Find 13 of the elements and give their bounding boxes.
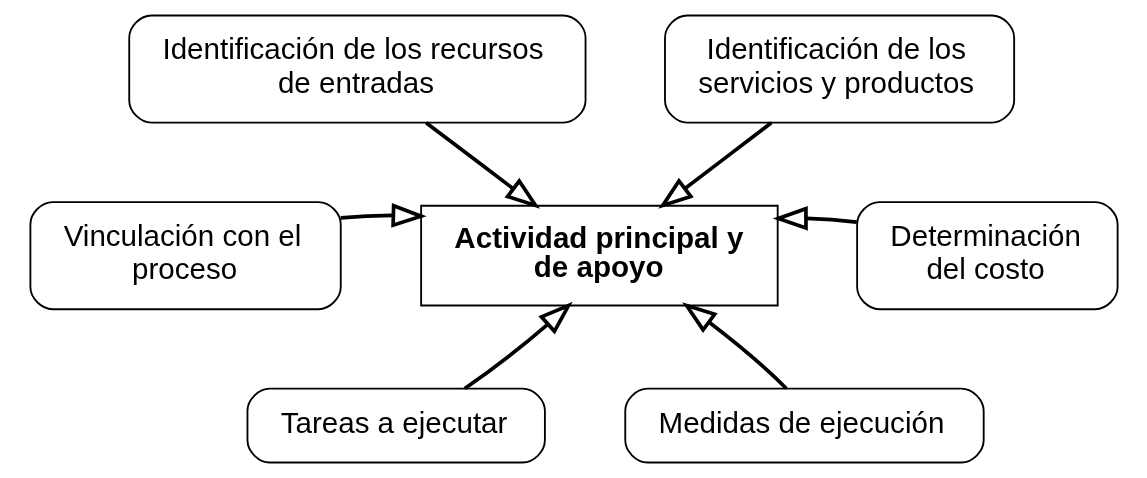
node-box: Actividad principal y de apoyo	[419, 204, 779, 307]
node-box: Medidas de ejecución	[623, 387, 985, 464]
arrow	[340, 203, 427, 228]
node-box: Identificación de los recursos de entradas	[127, 14, 586, 124]
node-box: Identificación de los servicios y productos	[663, 14, 1015, 124]
arrow	[463, 301, 573, 390]
node-box: Vinculación con el proceso	[28, 201, 342, 311]
arrow	[681, 302, 788, 390]
arrow	[772, 206, 857, 231]
arrow	[424, 121, 540, 209]
node-box: Determinación del costo	[855, 201, 1119, 311]
arrow	[657, 121, 772, 209]
node-box: Tareas a ejecutar	[246, 387, 546, 464]
